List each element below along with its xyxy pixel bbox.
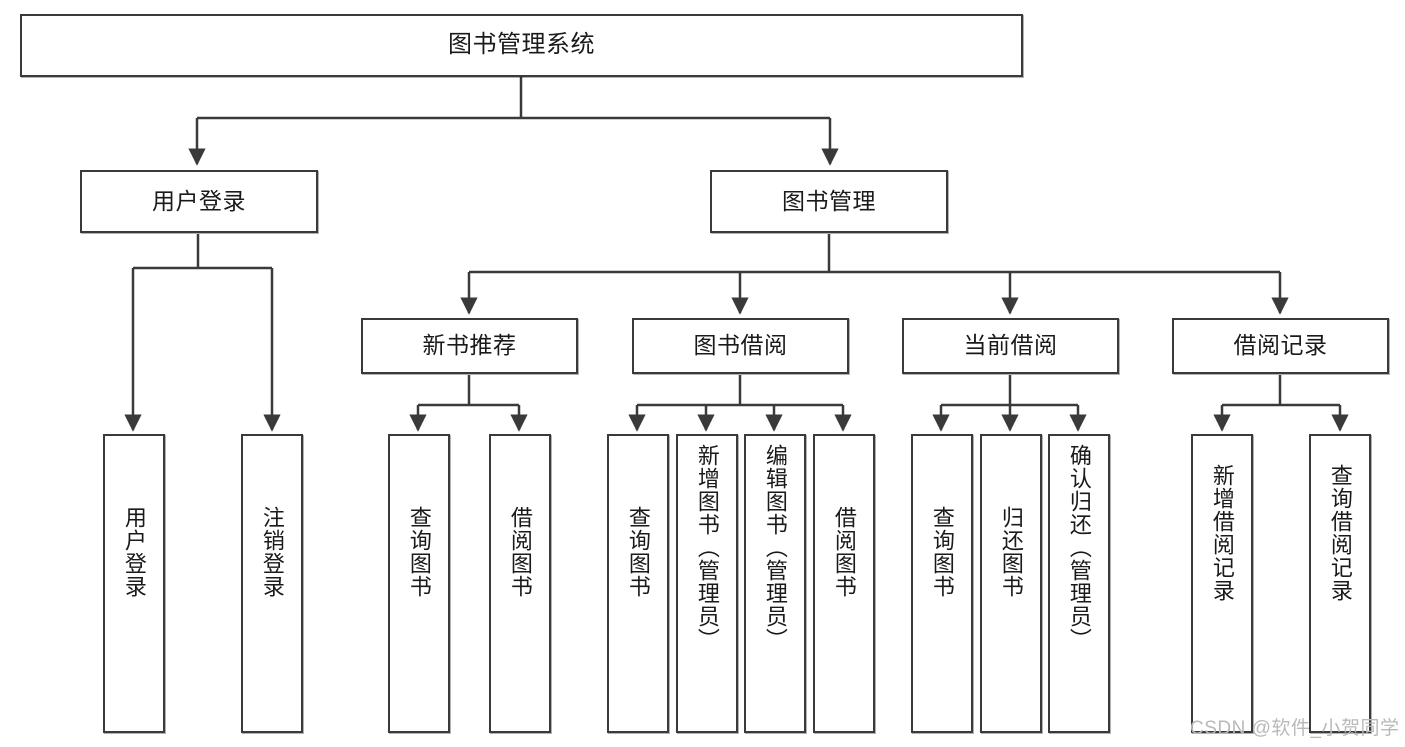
node-label: 归还图书: [998, 506, 1024, 598]
node-label: 借阅图书: [507, 506, 533, 598]
node-leaf-user-login[interactable]: 用户登录: [103, 434, 165, 733]
node-book-borrow[interactable]: 图书借阅: [632, 318, 849, 374]
node-leaf-query-book-borrow[interactable]: 查询图书: [607, 434, 669, 733]
node-label: 当前借阅: [963, 332, 1058, 359]
node-leaf-query-borrow-record[interactable]: 查询借阅记录: [1309, 434, 1371, 733]
node-leaf-edit-book-admin[interactable]: 编辑图书（管理员）: [744, 434, 806, 733]
node-label: 编辑图书（管理员）: [762, 444, 788, 651]
node-user-login[interactable]: 用户登录: [80, 170, 318, 233]
node-label: 图书管理系统: [448, 31, 595, 59]
node-leaf-logout-login[interactable]: 注销登录: [241, 434, 303, 733]
node-label: 借阅记录: [1233, 332, 1328, 359]
node-label: 查询图书: [625, 506, 651, 598]
node-label: 查询图书: [406, 506, 432, 598]
node-label: 新增图书（管理员）: [694, 444, 720, 651]
csdn-watermark: CSDN @软件_小贺同学: [1190, 718, 1400, 739]
node-book-manage[interactable]: 图书管理: [710, 170, 948, 233]
node-label: 图书借阅: [693, 332, 788, 359]
node-borrow-record[interactable]: 借阅记录: [1172, 318, 1389, 374]
node-label: 用户登录: [121, 506, 147, 598]
node-current-borrow[interactable]: 当前借阅: [902, 318, 1119, 374]
node-label: 新书推荐: [422, 332, 517, 359]
node-leaf-confirm-return-admin[interactable]: 确认归还（管理员）: [1048, 434, 1110, 733]
node-label: 确认归还（管理员）: [1066, 444, 1092, 651]
node-leaf-borrow-book[interactable]: 借阅图书: [813, 434, 875, 733]
node-leaf-query-book-recommend[interactable]: 查询图书: [388, 434, 450, 733]
node-leaf-borrow-book-recommend[interactable]: 借阅图书: [489, 434, 551, 733]
node-root-system[interactable]: 图书管理系统: [20, 14, 1023, 77]
node-label: 借阅图书: [831, 506, 857, 598]
node-label: 注销登录: [259, 506, 285, 598]
node-label: 图书管理: [782, 187, 876, 214]
node-new-book-recommend[interactable]: 新书推荐: [361, 318, 578, 374]
node-leaf-add-borrow-record[interactable]: 新增借阅记录: [1191, 434, 1253, 733]
node-label: 新增借阅记录: [1209, 464, 1235, 602]
node-leaf-query-book-current[interactable]: 查询图书: [911, 434, 973, 733]
node-label: 查询借阅记录: [1327, 464, 1353, 602]
node-label: 用户登录: [152, 187, 246, 214]
node-leaf-add-book-admin[interactable]: 新增图书（管理员）: [676, 434, 738, 733]
node-label: 查询图书: [929, 506, 955, 598]
node-leaf-return-book[interactable]: 归还图书: [980, 434, 1042, 733]
